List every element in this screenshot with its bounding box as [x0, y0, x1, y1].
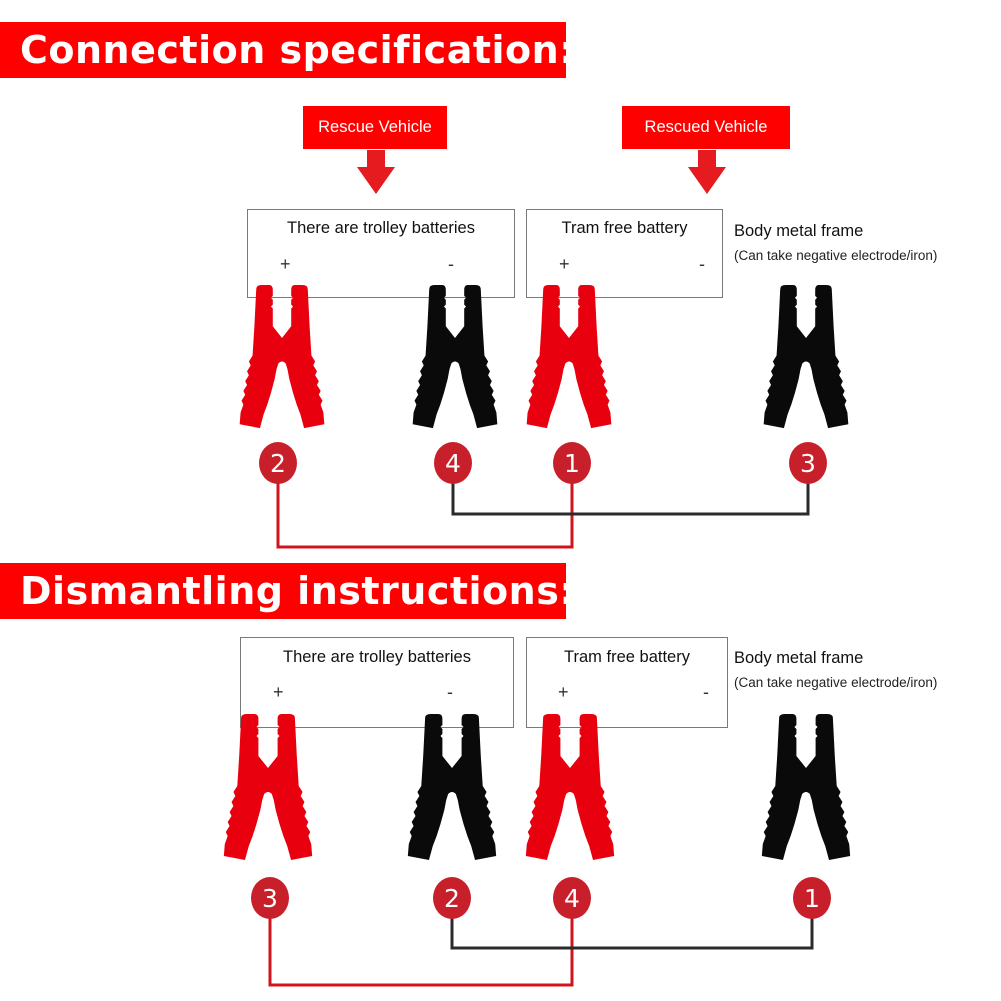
- connection-red-clamp-icon: [239, 285, 325, 429]
- connection-step-badge: 1: [553, 442, 591, 484]
- connection-red-clamp-icon: [526, 285, 612, 429]
- step-circle: [793, 877, 831, 919]
- tram-free-battery-title: Tram free battery: [564, 648, 690, 666]
- step-circle: [433, 877, 471, 919]
- trolley-battery-title: There are trolley batteries: [282, 648, 471, 666]
- rescue-arrow-down-icon: [357, 150, 395, 194]
- connection-step-badge: 4: [434, 442, 472, 484]
- dismantling-section-title: Dismantling instructions:: [0, 563, 575, 619]
- step-circle: [553, 877, 591, 919]
- negative-terminal-label: -: [699, 254, 705, 274]
- step-number: 2: [444, 884, 460, 913]
- body-metal-frame-label: Body metal frame: [734, 222, 864, 240]
- dismantling-black-clamp-icon: [407, 714, 497, 860]
- connection-black-cable: [451, 481, 810, 516]
- step-number: 4: [564, 884, 580, 913]
- dismantling-red-clamp-icon: [223, 714, 313, 860]
- body-metal-frame-note: (Can take negative electrode/iron): [734, 248, 938, 263]
- step-circle: [789, 442, 827, 484]
- connection-black-clamp-icon: [763, 285, 849, 429]
- connection-step-badge: 2: [259, 442, 297, 484]
- dismantling-black-cable: [450, 916, 814, 950]
- dismantling-step-badge: 2: [433, 877, 471, 919]
- tram-free-battery-title: Tram free battery: [561, 219, 688, 237]
- step-circle: [259, 442, 297, 484]
- step-number: 2: [270, 449, 286, 478]
- rescued-arrow-down-icon: [688, 150, 726, 194]
- trolley-battery-box: There are trolley batteries + -: [247, 209, 515, 298]
- trolley-battery-box: There are trolley batteries + -: [240, 637, 514, 728]
- dismantling-step-badge: 3: [251, 877, 289, 919]
- negative-terminal-label: -: [447, 682, 453, 702]
- step-number: 1: [804, 884, 820, 913]
- dismantling-step-badge: 1: [793, 877, 831, 919]
- dismantling-red-cable: [268, 916, 574, 987]
- negative-terminal-label: -: [703, 682, 709, 702]
- dismantling-black-clamp-icon: [761, 714, 851, 860]
- trolley-battery-title: There are trolley batteries: [286, 219, 475, 237]
- connection-step-badge: 3: [789, 442, 827, 484]
- positive-terminal-label: +: [280, 254, 291, 274]
- tram-free-battery-box: Tram free battery + -: [526, 209, 723, 298]
- connection-black-clamp-icon: [412, 285, 498, 429]
- connection-section-title: Connection specification:: [0, 22, 574, 78]
- step-number: 3: [800, 449, 816, 478]
- body-metal-frame-note: (Can take negative electrode/iron): [734, 675, 938, 690]
- dismantling-red-clamp-icon: [525, 714, 615, 860]
- rescue-vehicle-label: Rescue Vehicle: [303, 106, 447, 149]
- step-number: 1: [564, 449, 580, 478]
- positive-terminal-label: +: [273, 682, 284, 702]
- negative-terminal-label: -: [448, 254, 454, 274]
- step-circle: [434, 442, 472, 484]
- tram-free-battery-box: Tram free battery + -: [526, 637, 728, 728]
- step-number: 4: [445, 449, 461, 478]
- step-circle: [251, 877, 289, 919]
- positive-terminal-label: +: [558, 682, 569, 702]
- step-circle: [553, 442, 591, 484]
- positive-terminal-label: +: [559, 254, 570, 274]
- body-metal-frame-label: Body metal frame: [734, 649, 864, 667]
- dismantling-step-badge: 4: [553, 877, 591, 919]
- step-number: 3: [262, 884, 278, 913]
- rescued-vehicle-label: Rescued Vehicle: [622, 106, 790, 149]
